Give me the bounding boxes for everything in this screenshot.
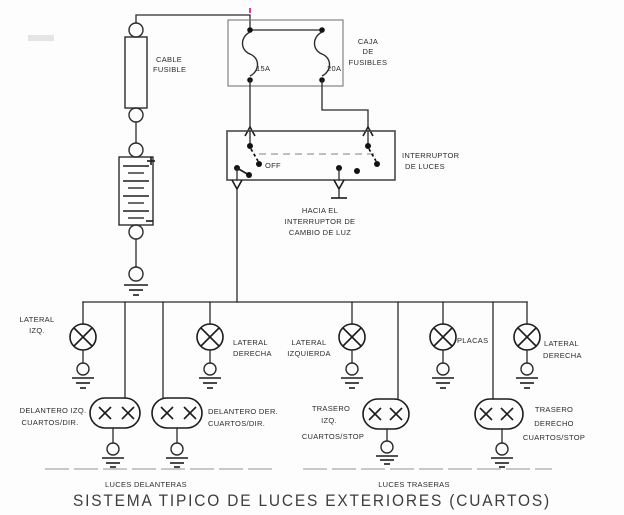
contact-dot xyxy=(246,172,252,178)
cluster-label: CUARTOS/DIR. xyxy=(208,419,265,428)
lamp-label: DERECHA xyxy=(233,349,272,358)
cluster-label: DELANTERO IZQ. xyxy=(20,406,87,415)
arrow-up-icon xyxy=(362,125,374,137)
ground-symbol xyxy=(102,442,124,468)
rear-lights-group-label: LUCES TRASERAS xyxy=(378,480,450,489)
dimmer-note-line3: CAMBIO DE LUZ xyxy=(289,228,351,237)
wire xyxy=(321,79,369,128)
contact-dot xyxy=(374,161,380,167)
lamp-label: IZQUIERDA xyxy=(287,349,331,358)
fuse-box-outline xyxy=(227,19,344,87)
lamp-label: IZQ. xyxy=(29,326,45,335)
cluster-delantero-der: DELANTERO DER. CUARTOS/DIR. xyxy=(151,301,278,468)
bulb-x-icon xyxy=(479,407,514,421)
terminal-icon xyxy=(128,107,144,123)
diagram-title: SISTEMA TIPICO DE LUCES EXTERIORES (CUAR… xyxy=(73,491,551,510)
contact-dot xyxy=(354,168,360,174)
scan-smudge xyxy=(28,35,54,41)
arrow-up-icon xyxy=(244,125,256,137)
lamp-label: LATERAL xyxy=(544,339,579,348)
light-switch-label-line2: DE LUCES xyxy=(405,162,445,171)
fuse-15a-icon xyxy=(241,31,259,77)
group-brackets: LUCES DELANTERAS LUCES TRASERAS xyxy=(45,468,552,489)
battery-symbol xyxy=(118,142,155,240)
front-lights-group-label: LUCES DELANTERAS xyxy=(105,480,187,489)
dimmer-note-line2: INTERRUPTOR DE xyxy=(285,217,356,226)
terminal-icon xyxy=(128,22,144,38)
dual-lamp-housing xyxy=(151,397,203,429)
lamp-label: LATERAL xyxy=(292,338,327,347)
cluster-label: DELANTERO DER. xyxy=(208,407,278,416)
light-switch-label-line1: INTERRUPTOR xyxy=(402,151,460,160)
lamp-label: PLACAS xyxy=(457,336,488,345)
switch-blade xyxy=(250,148,259,162)
cable-fusible-label-line1: CABLE xyxy=(156,55,182,64)
feed-wire xyxy=(135,14,251,31)
ground-symbol xyxy=(166,442,188,468)
lamp-lateral-derecha-front: LATERAL DERECHA xyxy=(196,301,272,389)
power-source-branch: CABLE FUSIBLE xyxy=(118,14,251,296)
cluster-label: CUARTOS/STOP xyxy=(523,433,585,442)
lamp-placas: PLACAS xyxy=(429,301,488,389)
cluster-label: TRASERO xyxy=(312,404,350,413)
fuse-rating-15a: 15A xyxy=(256,64,270,73)
lamp-lateral-izquierda-rear: LATERAL IZQUIERDA xyxy=(287,301,366,389)
battery-body xyxy=(118,156,154,226)
cluster-label: IZQ. xyxy=(321,416,337,425)
fusible-link-body xyxy=(124,36,148,109)
ground-symbol xyxy=(516,362,538,389)
contact-dot xyxy=(247,143,253,149)
bulb-x-icon xyxy=(160,406,197,420)
light-switch: OFF INTERRUPTOR DE LUCES xyxy=(226,125,460,191)
off-position-label: OFF xyxy=(265,161,281,170)
cluster-delantero-izq: DELANTERO IZQ. CUARTOS/DIR. xyxy=(20,301,141,468)
fuse-box-label-line3: FUSIBLES xyxy=(349,58,388,67)
cluster-label: DERECHO xyxy=(534,419,574,428)
plus-icon xyxy=(147,157,155,165)
contact-dot xyxy=(256,161,262,167)
cable-fusible-label-line2: FUSIBLE xyxy=(153,65,186,74)
dimmer-switch-stub: HACIA EL INTERRUPTOR DE CAMBIO DE LUZ xyxy=(285,188,356,237)
ground-symbol xyxy=(432,362,454,389)
ground-symbol xyxy=(72,362,94,389)
fuse-20a-icon xyxy=(313,31,331,77)
lamp-label: DERECHA xyxy=(543,351,582,360)
fuse-box-label-line1: CAJA xyxy=(358,37,378,46)
contact-dot xyxy=(365,143,371,149)
ground-symbol xyxy=(124,266,148,296)
fusible-link-symbol xyxy=(124,22,148,123)
lamp-lateral-izq: LATERAL IZQ. xyxy=(20,301,97,389)
ground-symbol xyxy=(376,440,398,465)
cluster-label: CUARTOS/STOP xyxy=(302,432,364,441)
lamp-lateral-derecha-rear: LATERAL DERECHA xyxy=(513,301,582,389)
terminal-icon xyxy=(128,142,144,158)
ground-symbol xyxy=(491,442,513,468)
dual-lamp-housing xyxy=(474,398,524,430)
ground-symbol xyxy=(341,362,363,389)
lamp-label: LATERAL xyxy=(233,338,268,347)
cluster-label: CUARTOS/DIR. xyxy=(21,418,78,427)
dimmer-note-line1: HACIA EL xyxy=(302,206,338,215)
light-switch-outline xyxy=(226,130,396,181)
bulb-x-icon xyxy=(98,406,135,420)
ground-symbol xyxy=(199,362,221,389)
switch-blade xyxy=(368,148,377,162)
bulb-x-icon xyxy=(368,407,403,421)
dual-lamp-housing xyxy=(362,398,410,430)
cluster-trasero-derecho: TRASERO DERECHO CUARTOS/STOP xyxy=(474,301,585,468)
arrow-down-icon xyxy=(333,179,345,191)
lamp-label: LATERAL xyxy=(20,315,55,324)
fuse-box: 15A 20A CAJA DE FUSIBLES xyxy=(227,19,388,87)
terminal-icon xyxy=(128,224,144,240)
dual-lamp-housing xyxy=(89,397,141,429)
arrow-down-icon xyxy=(231,179,243,191)
cluster-trasero-izq: TRASERO IZQ. CUARTOS/STOP xyxy=(302,301,410,465)
junction-dot xyxy=(247,27,253,33)
fuse-box-label-line2: DE xyxy=(362,47,373,56)
cluster-label: TRASERO xyxy=(535,405,573,414)
fuse-rating-20a: 20A xyxy=(327,64,341,73)
junction-dot xyxy=(319,27,325,33)
